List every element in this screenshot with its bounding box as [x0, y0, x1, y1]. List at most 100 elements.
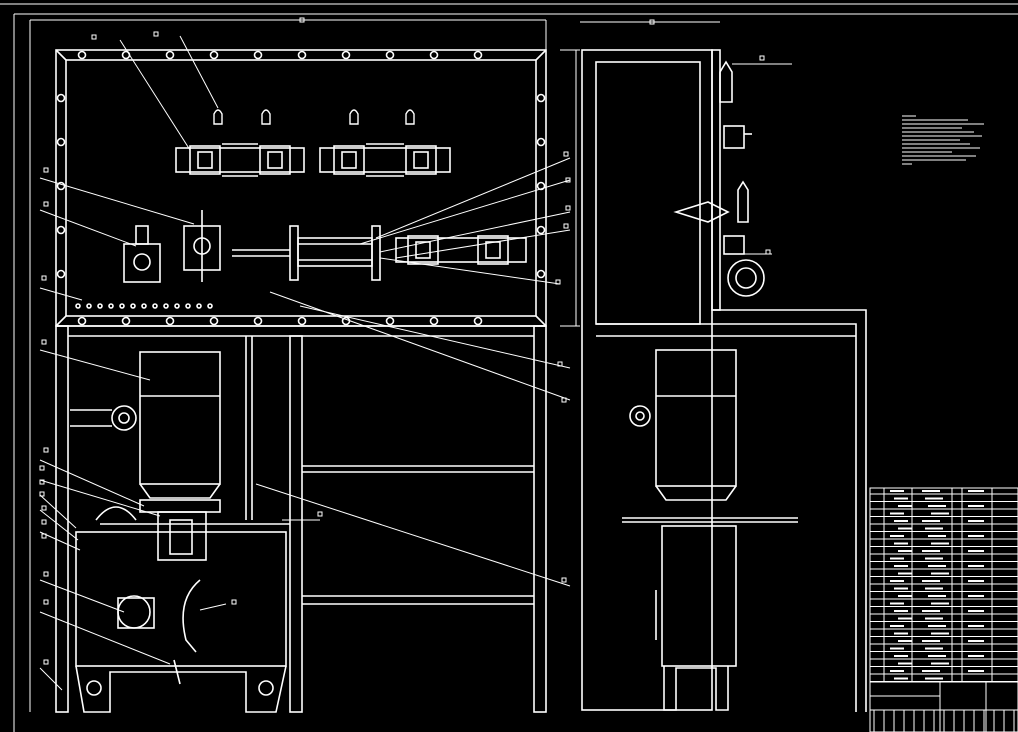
callout-tag — [39, 465, 45, 471]
callout-tag — [317, 511, 323, 517]
title-row-text — [928, 625, 946, 627]
callout-tag — [565, 177, 571, 183]
terminal-dot — [141, 303, 147, 309]
title-row-text — [968, 610, 984, 612]
dimension-lines — [29, 19, 580, 712]
callout-tag — [557, 361, 563, 367]
title-row-text — [931, 632, 949, 635]
title-row-text — [898, 550, 912, 552]
title-row-text — [968, 550, 984, 552]
title-row-text — [922, 490, 940, 492]
terminal-dot — [130, 303, 136, 309]
title-row-text — [968, 505, 984, 507]
title-row-text — [928, 655, 946, 657]
title-row-text — [894, 677, 908, 680]
directional-valve-2 — [319, 143, 451, 177]
title-row-text — [898, 572, 912, 575]
terminal-dot — [207, 303, 213, 309]
title-row-text — [890, 535, 904, 537]
drawing-border — [0, 3, 1018, 732]
callout-tag — [43, 659, 49, 665]
callout-tag — [41, 533, 47, 539]
terminal-dot — [196, 303, 202, 309]
callout-tag — [153, 31, 159, 37]
valve-panel-frame — [55, 49, 547, 327]
front-view — [29, 17, 771, 713]
callout-tag — [765, 249, 771, 255]
title-row-text — [931, 512, 949, 515]
title-row-text — [931, 542, 949, 545]
panel-bolt — [473, 316, 483, 326]
title-row-text — [931, 662, 949, 665]
title-block — [869, 487, 1018, 732]
panel-bolt — [209, 50, 219, 60]
callout-tag — [563, 151, 569, 157]
electric-motor — [70, 351, 221, 499]
panel-bolt — [385, 50, 395, 60]
side-motor — [622, 349, 798, 523]
title-row-text — [922, 550, 940, 552]
title-row-text — [925, 617, 943, 620]
panel-bolt — [536, 181, 546, 191]
side-valves — [673, 60, 765, 297]
directional-valve-3 — [395, 235, 527, 265]
terminal-dot — [97, 303, 103, 309]
panel-bolt — [56, 137, 66, 147]
title-row-text — [898, 505, 912, 507]
panel-bolt — [121, 316, 131, 326]
panel-bolt — [429, 316, 439, 326]
title-row-text — [928, 595, 946, 597]
panel-bolt — [209, 316, 219, 326]
directional-valve-1 — [175, 143, 305, 177]
pump-coupling — [95, 499, 290, 561]
callout-tag — [41, 519, 47, 525]
title-row-text — [931, 572, 949, 575]
title-row-text — [928, 565, 946, 567]
title-row-text — [890, 512, 904, 515]
relief-valve — [123, 225, 161, 283]
throttle-valve-assembly — [232, 225, 381, 281]
terminal-dot — [75, 303, 81, 309]
title-row-text — [922, 580, 940, 582]
title-block-rows — [870, 490, 1018, 732]
callout-tag — [561, 577, 567, 583]
title-row-text — [968, 535, 984, 537]
panel-bolt — [253, 316, 263, 326]
panel-bolt — [165, 50, 175, 60]
title-row-text — [890, 602, 904, 605]
terminal-dot — [163, 303, 169, 309]
callout-tag — [41, 339, 47, 345]
terminal-dot — [119, 303, 125, 309]
terminal-dot — [108, 303, 114, 309]
callout-tag — [39, 479, 45, 485]
title-row-text — [894, 655, 908, 657]
title-row-text — [922, 610, 940, 612]
title-row-text — [894, 520, 908, 522]
callout-tag — [41, 505, 47, 511]
callout-tag — [565, 205, 571, 211]
panel-bolt — [77, 316, 87, 326]
callout-tag — [43, 447, 49, 453]
title-row-text — [968, 670, 984, 672]
title-row-text — [922, 670, 940, 672]
panel-bolt — [56, 181, 66, 191]
panel-bolts — [56, 50, 546, 326]
callout-tag — [563, 223, 569, 229]
title-row-text — [894, 565, 908, 567]
panel-bolt — [473, 50, 483, 60]
callout-tag — [759, 55, 765, 61]
panel-bolt — [253, 50, 263, 60]
title-row-text — [968, 565, 984, 567]
callout-tag — [91, 34, 97, 40]
title-row-text — [898, 662, 912, 665]
callout-tag — [43, 571, 49, 577]
title-row-text — [925, 647, 943, 650]
panel-bolt — [341, 50, 351, 60]
panel-bolt — [56, 225, 66, 235]
callout-tags — [39, 17, 771, 665]
title-row-text — [925, 557, 943, 560]
title-row-text — [890, 490, 904, 492]
callout-tag — [41, 275, 47, 281]
stand-frame — [55, 325, 547, 713]
